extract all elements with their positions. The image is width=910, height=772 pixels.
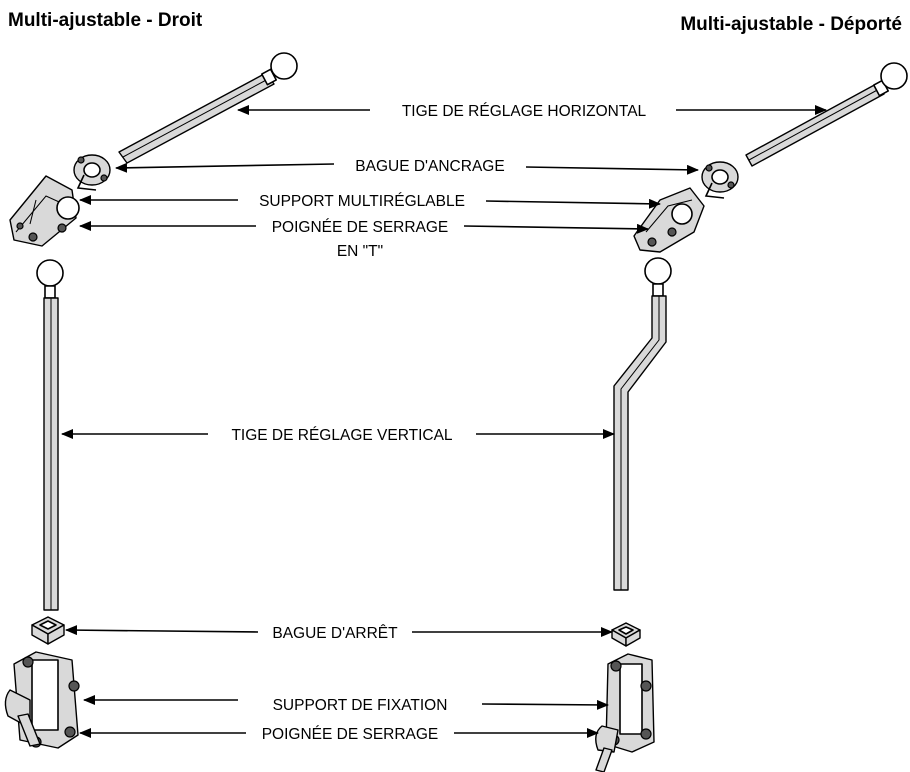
horizontal-rod-left — [118, 52, 298, 164]
multi-support-right — [633, 187, 705, 253]
fixation-support-right — [595, 653, 655, 772]
fixation-support-left — [4, 651, 80, 749]
title-droit: Multi-ajustable - Droit — [8, 10, 203, 31]
label-support-multireglable: SUPPORT MULTIRÉGLABLE — [259, 193, 465, 210]
label-poignee-serrage: POIGNÉE DE SERRAGE — [262, 726, 439, 743]
multi-support-left — [9, 175, 80, 247]
anchoring-ring-right — [701, 161, 739, 199]
vertical-rod-right — [613, 257, 672, 591]
label-bague-ancrage: BAGUE D'ANCRAGE — [355, 158, 504, 175]
stop-ring-left — [31, 616, 65, 645]
label-bague-arret: BAGUE D'ARRÊT — [272, 625, 398, 642]
label-poignee-t-line2: EN "T" — [337, 243, 383, 260]
label-tige-horizontal: TIGE DE RÉGLAGE HORIZONTAL — [402, 103, 647, 120]
label-support-fixation: SUPPORT DE FIXATION — [273, 697, 448, 714]
horizontal-rod-right — [745, 62, 908, 167]
vertical-rod-left — [36, 259, 64, 611]
label-poignee-t-line1: POIGNÉE DE SERRAGE — [272, 219, 449, 236]
label-tige-vertical: TIGE DE RÉGLAGE VERTICAL — [231, 427, 452, 444]
anchoring-ring-left — [73, 154, 111, 191]
title-deporte: Multi-ajustable - Déporté — [680, 14, 902, 35]
callout-lines — [61, 105, 827, 738]
stop-ring-right — [611, 622, 641, 647]
